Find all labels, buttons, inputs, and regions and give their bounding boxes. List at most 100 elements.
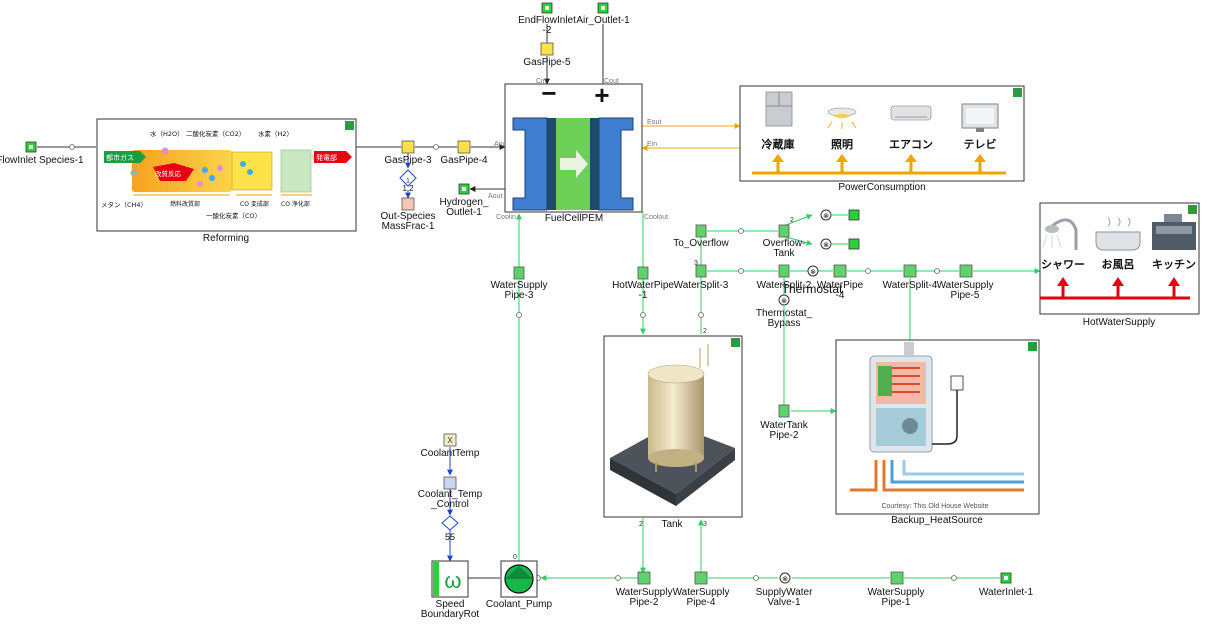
water-supply-pipe-4-block[interactable] [694,571,708,585]
water-supply-pipe-4-label-1: WaterSupply [673,587,730,598]
water-supply-pipe-5-label-2: Pipe-5 [951,290,980,301]
end-flow-inlet-2-label-2: -2 [543,25,552,36]
water-supply-pipe-5-block[interactable] [959,264,973,278]
thermostat-bypass-label-1: Thermostat_ [756,308,813,319]
port-number: 2 [639,521,643,528]
gas-pipe-3-block[interactable] [401,140,415,154]
water-supply-pipe-2-label-1: WaterSupply [616,587,673,598]
minus-terminal: − [541,78,556,108]
water-supply-pipe-3-label-1: WaterSupply [491,280,548,291]
fuel-cell-block[interactable]: − + Cin Cout Ain Aout Eout Ein Coolin Co… [488,78,668,221]
supply-valve-icon: ⊗ [782,576,788,583]
thermostat-bypass-label-2: Bypass [768,318,801,329]
hot-water-pipe-label-2: -1 [639,290,648,301]
signal-connections [447,447,500,579]
water-tank-pipe-2-label-1: WaterTank [760,420,808,431]
water-tank-pipe-2-block[interactable] [778,404,790,418]
overflow-tank-block[interactable] [778,224,790,238]
air-outlet-block[interactable] [597,2,609,14]
power-item-aircon: エアコン [889,138,933,151]
power-consumption-label: PowerConsumption [838,182,925,193]
water-pipe-4-block[interactable] [833,264,847,278]
hot-water-pipe-1-block[interactable] [637,266,649,280]
water-supply-pipe-1-block[interactable] [890,571,904,585]
coolout-port: Coolout [644,214,668,221]
reforming-label: Reforming [203,233,249,244]
thermostat-block[interactable]: ⊗ [807,265,819,277]
water-split-2-block[interactable] [778,264,790,278]
coolant-temp-value: 55 [445,532,455,542]
thermostat-bypass-block[interactable]: ⊗ [778,294,790,306]
water-tank-pipe-2-label-2: Pipe-2 [770,430,799,441]
shower-icon [1042,218,1078,250]
hydrogen-outlet-block[interactable] [458,183,470,195]
end-flow-inlet-species-block[interactable] [25,141,37,153]
speed-boundary-rot-block[interactable]: ω [431,560,469,598]
water-split-3-block[interactable] [695,264,707,278]
out-species-massfrac-block[interactable] [399,169,417,211]
water-supply-pipe-4-label-2: Pipe-4 [687,597,716,608]
coolant-temp-control-block[interactable] [443,476,457,490]
overflow-tank-label-1: Overflow- [763,238,806,249]
cout-port: Cout [604,78,619,85]
hydrogen-outlet-label-2: Outlet-1 [446,207,482,218]
ein-port: Ein [647,141,657,148]
water-supply-pipe-3-block[interactable] [513,266,525,280]
to-overflow-block[interactable] [695,224,707,238]
hot-item-bath: お風呂 [1102,258,1135,271]
thermostat-icon: ⊗ [810,269,816,276]
end-flow-inlet-2-block[interactable] [541,2,553,14]
coolant-temp-gain-block[interactable] [441,515,459,531]
coolant-pump-block[interactable] [500,560,538,598]
water-inlet-block[interactable] [1000,572,1012,584]
gas-pipe-5-block[interactable] [540,42,554,56]
gas-pipe-4-block[interactable] [457,140,471,154]
hot-water-supply-label: HotWaterSupply [1083,317,1155,328]
thermostat-label: Thermostat [782,282,843,296]
to-overflow-label: To_Overflow [673,238,729,249]
co-label: 一酸化炭素（CO） [206,211,261,220]
speed-boundary-label-2: BoundaryRot [421,609,480,620]
aircon-icon [890,105,932,121]
tank-subsystem[interactable] [603,335,743,518]
air-outlet-label: Air_Outlet-1 [576,15,630,26]
coolin-port: Coolin [496,214,516,221]
backup-heat-source-subsystem[interactable]: Courtesy: This Old House Website [835,339,1040,515]
water-split-4-label: WaterSplit-4 [883,280,938,291]
coolant-temp-block[interactable]: X [443,433,457,447]
port-number: 1 [406,178,410,185]
hydrogen-label: 水素（H2） [258,129,293,138]
power-consumption-subsystem[interactable]: 冷蔵庫 照明 エアコン テレビ [739,85,1025,182]
kitchen-icon [1152,214,1196,250]
power-item-light: 照明 [831,138,853,151]
supply-water-valve-block[interactable]: ⊗ [779,572,791,584]
cin-port: Cin [536,78,547,85]
coolant-pump-label: Coolant_Pump [486,599,553,610]
port-number: 2 [790,217,794,224]
stage-reformer-label: 燃料改質部 [170,200,200,208]
hot-item-kitchen: キッチン [1152,258,1196,271]
gas-connections [37,24,604,199]
water-supply-pipe-2-block[interactable] [637,571,651,585]
valve-icon: ⊗ [823,242,829,249]
power-item-fridge: 冷蔵庫 [762,137,795,151]
out-species-value: 1 2 [402,184,414,193]
backup-heat-source-label: Backup_HeatSource [891,515,983,526]
hot-water-supply-subsystem[interactable]: シャワー お風呂 キッチン [1039,202,1200,315]
water-pipe-4-label-2: -4 [836,290,845,301]
bypass-valve-icon: ⊗ [781,298,787,305]
water-split-4-block[interactable] [903,264,917,278]
hot-item-shower: シャワー [1041,258,1085,271]
port-number: 3 [694,260,698,267]
end-flow-inlet-2-label-1: EndFlowInlet [518,15,576,26]
fuel-cell-label: FuelCellPEM [545,213,603,224]
water-supply-pipe-2-label-2: Pipe-2 [630,597,659,608]
power-connections [640,123,741,151]
light-icon [827,107,857,129]
reforming-subsystem[interactable]: 都市ガス 発電部 改質反応 水（H2O） 二酸化炭素（CO2） 水素（H2） メ… [96,118,357,232]
water-label: 水（H2O） [150,129,184,138]
port-number: 0 [513,554,517,561]
water-supply-pipe-5-label-1: WaterSupply [937,280,994,291]
stage-purify-label: CO 浄化部 [281,200,310,208]
overflow-outlet-valves[interactable]: ⊗ ⊗ [820,209,860,250]
